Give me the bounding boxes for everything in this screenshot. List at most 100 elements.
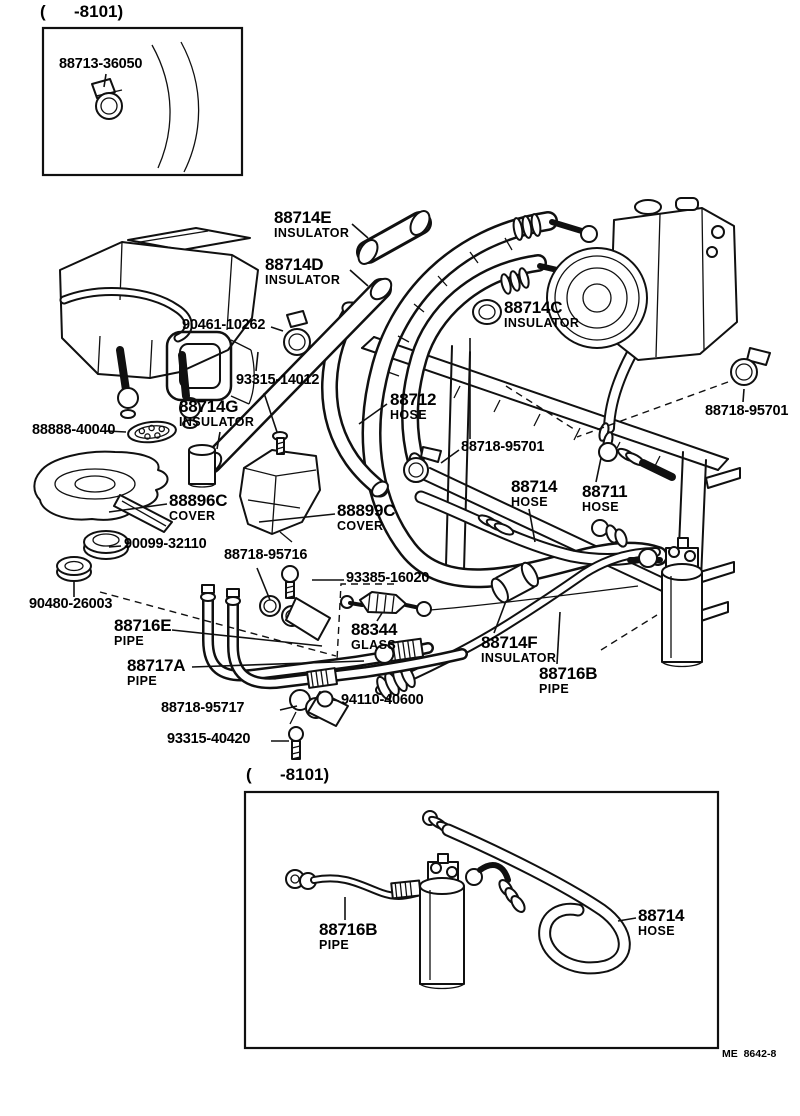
part-label-88711: 88711 HOSE [582,482,628,514]
part-label-88714g: 88714G INSULATOR [179,398,254,429]
part-label-88888-40040: 88888-40040 [32,422,115,438]
part-number: 88716E [114,616,172,635]
part-label-88717a: 88717A PIPE [127,656,186,688]
part-number: 88714F [481,633,538,652]
cover-88896c-drawing [33,450,173,533]
part-number: 88714 [511,477,558,496]
part-label-88712: 88712 HOSE [390,391,436,422]
part-label-88716e: 88716E PIPE [114,616,172,648]
part-number: 88714G [179,397,239,416]
part-label-88713-36050: 88713-36050 [59,56,143,72]
inset-hose-88714-drawing [422,810,631,975]
dashed-lines [99,381,729,661]
screw-93315-14012-icon [272,431,288,455]
part-number: 90480-26003 [29,596,113,612]
part-name: HOSE [638,923,676,938]
part-number: 88899C [337,501,396,520]
part-name: COVER [169,508,216,523]
grommet-90480-icon [56,556,92,582]
bottom-inset-box-art [243,790,720,1050]
top-inset-box-art [41,26,244,177]
part-label-88718-95717: 88718-95717 [161,700,245,716]
part-label-88718-95701-right: 88718-95701 [705,403,789,419]
part-label-88714e: 88714E INSULATOR [274,209,349,240]
part-name: PIPE [539,681,570,696]
part-label-88714: 88714 HOSE [511,478,557,509]
clamp-88718-95716-icon [259,595,331,641]
part-label-88714d: 88714D INSULATOR [265,256,340,287]
part-name: PIPE [319,937,350,952]
part-number: 88712 [390,390,437,409]
part-number: 94110-40600 [341,692,424,708]
part-number: 88718-95716 [224,547,308,563]
part-number: 88718-95701 [461,439,545,455]
part-number: 88896C [169,491,228,510]
part-label-93315-14012: 93315-14012 [236,372,320,388]
part-number: 88718-95717 [161,700,245,716]
compressor-drawing [546,197,738,361]
part-number: 90099-32110 [124,536,207,552]
part-label-88714f: 88714F INSULATOR [481,634,556,665]
insulator-88714c-drawing [472,299,502,325]
part-number: 88716B [319,920,378,939]
pipe-fitting-icon [306,667,338,689]
part-name: HOSE [511,494,549,509]
leader-lines [73,73,745,922]
figure-code: ME 8642-8 [722,1048,777,1060]
part-name: HOSE [582,499,620,514]
clamp-88718-95701-right-icon [730,347,771,386]
part-label-94110-40600: 94110-40600 [341,692,424,708]
inset-drier-drawing [419,853,465,990]
inset-pipe-88716b-drawing [285,869,436,900]
clamp-88713-icon [91,78,123,120]
part-number: 88718-95701 [705,403,789,419]
bolt-93385-icon [281,565,299,599]
part-label-88714-inset: 88714 HOSE [638,907,684,938]
part-name: INSULATOR [265,272,341,287]
part-label-88899c: 88899C COVER [337,501,396,533]
part-name: INSULATOR [179,414,255,429]
part-label-88714c: 88714C INSULATOR [504,299,579,330]
part-number: 90461-10262 [182,317,266,333]
part-number: 88717A [127,656,186,675]
part-name: INSULATOR [481,650,557,665]
nut-94110-icon [316,690,334,708]
part-label-88716b: 88716B PIPE [539,664,598,696]
sight-glass-88344-drawing [340,585,639,617]
part-name: PIPE [127,673,158,688]
part-name: INSULATOR [504,315,580,330]
part-name: COVER [337,518,384,533]
insulator-88714g-cylinder [188,444,216,488]
part-label-88344: 88344 GLASS [351,621,397,652]
part-number: 88714E [274,208,332,227]
screw-93315-40420-icon [288,726,304,760]
part-name: PIPE [114,633,145,648]
part-number: 93385-16020 [346,570,430,586]
part-label-90099-32110: 90099-32110 [124,536,207,552]
part-number: 88714C [504,298,563,317]
part-number: 88714 [638,906,685,925]
part-name: HOSE [390,407,428,422]
part-name: INSULATOR [274,225,350,240]
part-number: 88713-36050 [59,56,143,72]
part-number: 93315-14012 [236,372,320,388]
insulator-88714g-drawing [165,330,255,405]
insulator-88714e-drawing [356,210,432,265]
top-inset-range-label: ( -8101) [40,2,124,21]
evaporator-drawing [59,227,259,488]
part-label-90461-10262: 90461-10262 [182,317,266,333]
part-label-88716b-inset: 88716B PIPE [319,920,378,952]
part-number: 88716B [539,664,598,683]
part-number: 88711 [582,482,628,501]
clamp-90461-icon [283,310,311,356]
pipe-fitting-icon [374,637,425,664]
part-number: 88344 [351,620,398,639]
part-number: 93315-40420 [167,731,251,747]
part-label-88718-95701-center: 88718-95701 [461,439,545,455]
pipes-hardware-drawing [56,310,771,760]
part-label-88718-95716: 88718-95716 [224,547,308,563]
part-name: GLASS [351,637,397,652]
clamp-88718-95701-center-icon [403,446,442,483]
